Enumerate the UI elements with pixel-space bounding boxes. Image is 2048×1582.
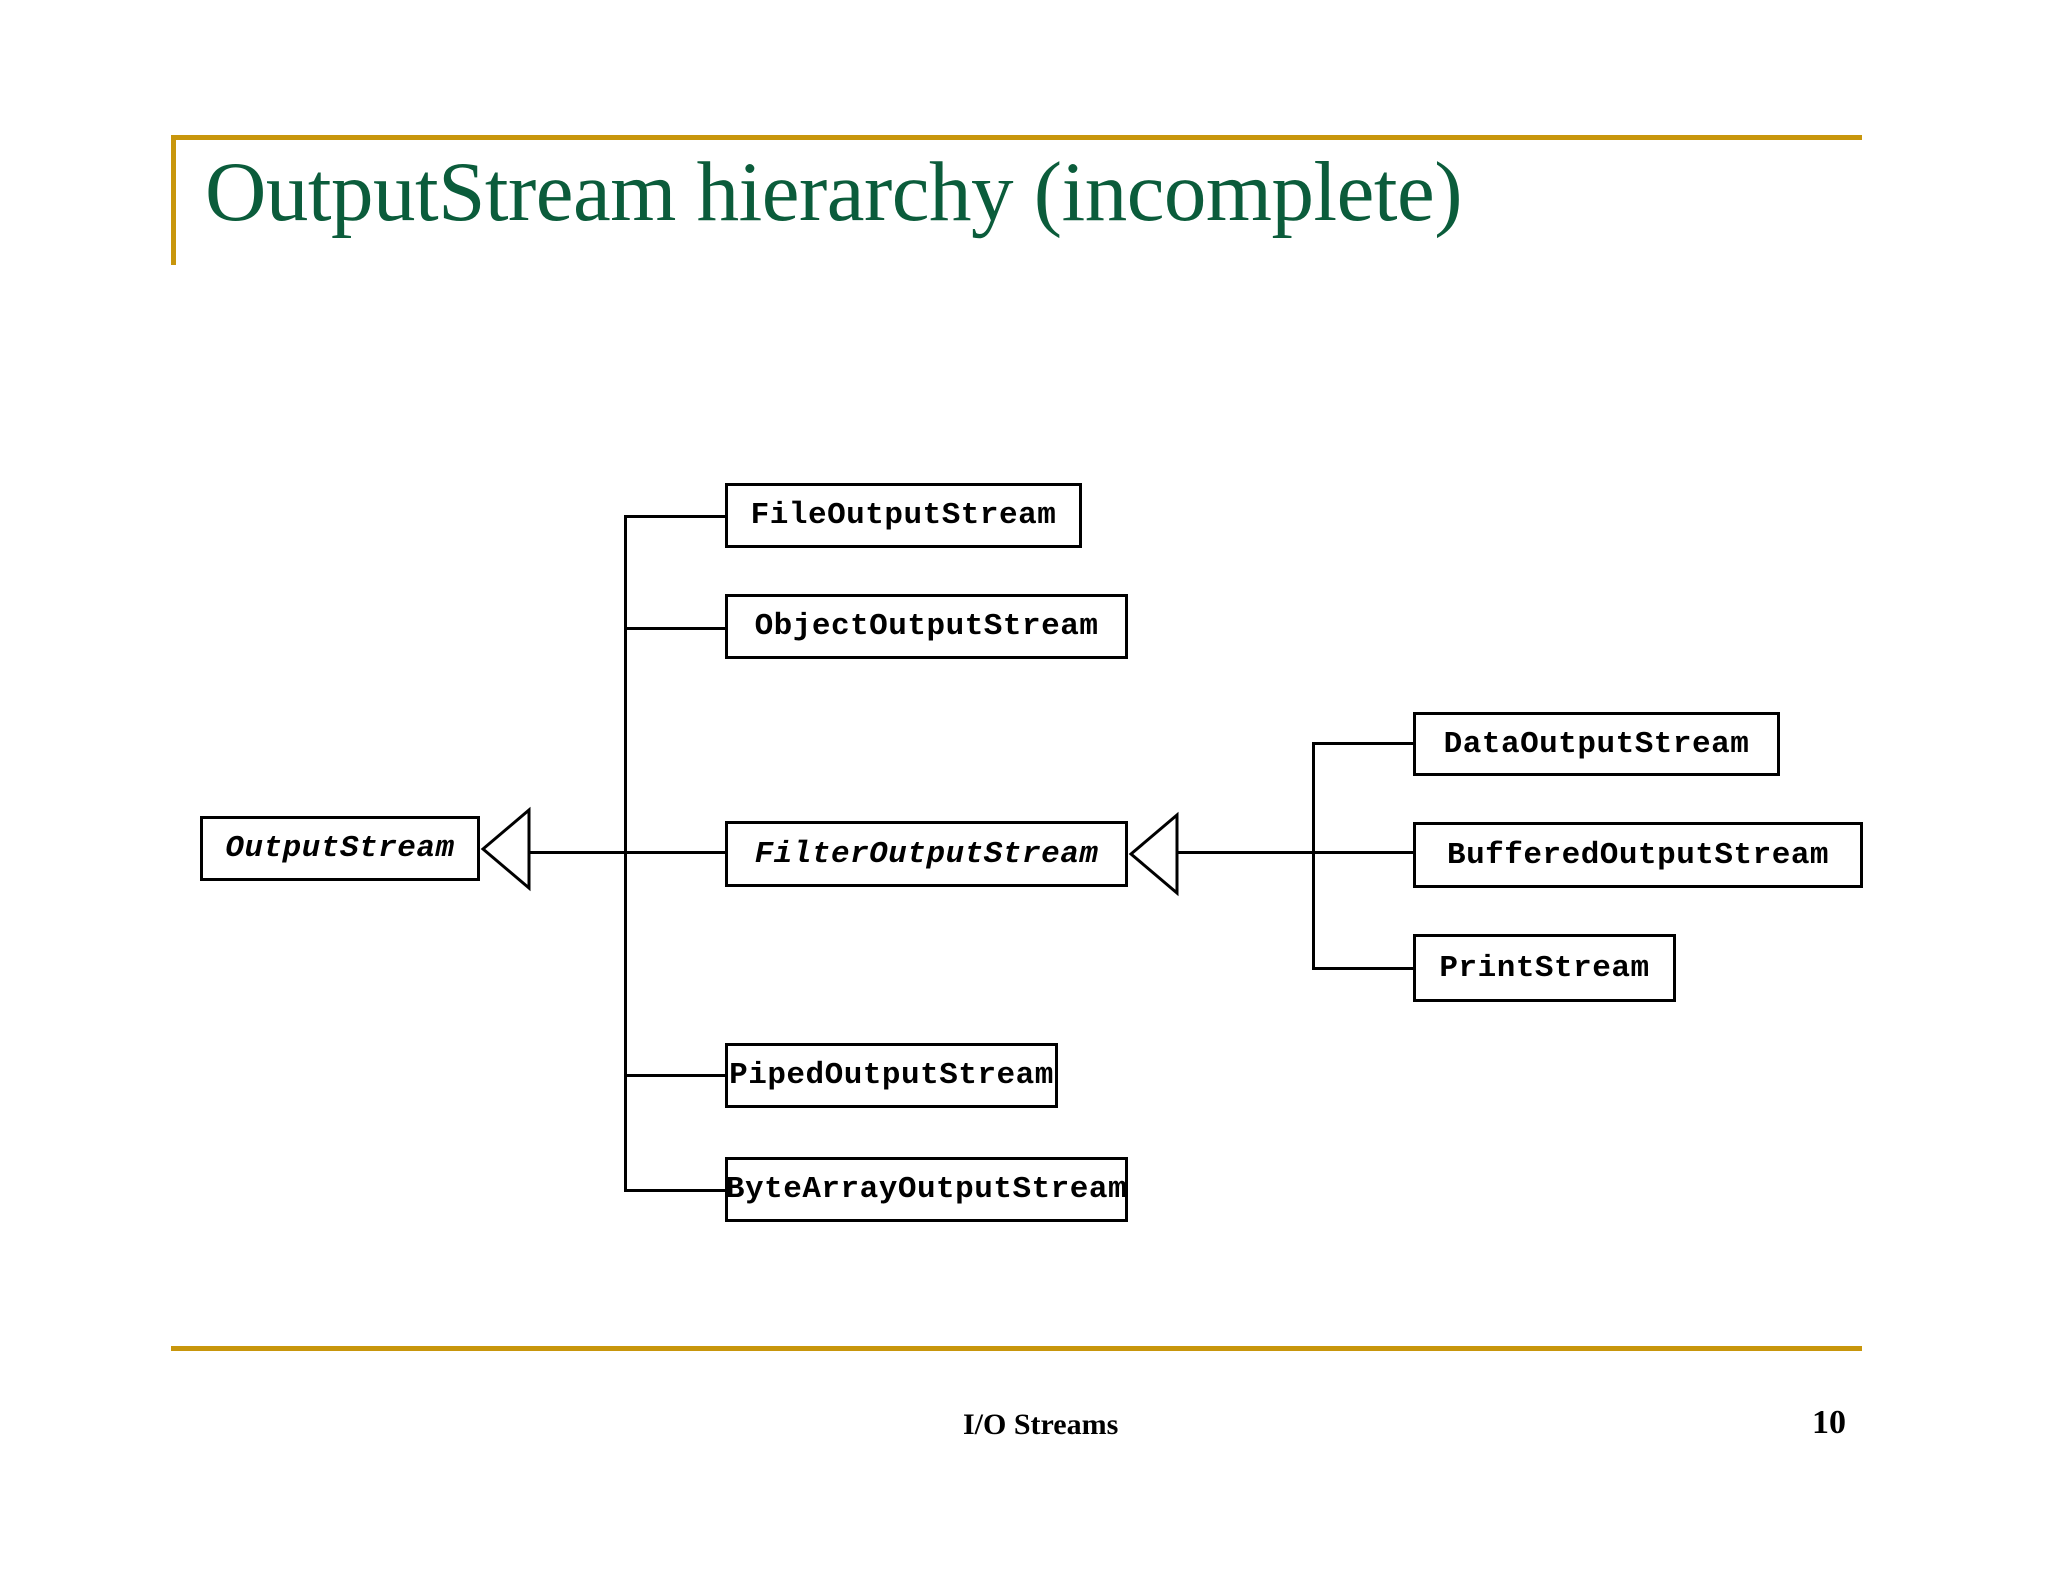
page-title: OutputStream hierarchy (incomplete) xyxy=(205,145,1463,239)
class-box-objectoutputstream[interactable]: ObjectOutputStream xyxy=(725,594,1128,659)
connector-to-objectoutputstream xyxy=(624,627,727,630)
class-box-dataoutputstream[interactable]: DataOutputStream xyxy=(1413,712,1780,776)
connector-to-pipedoutputstream xyxy=(624,1074,727,1077)
connector-root-to-spine xyxy=(528,851,627,854)
generalization-arrowhead-outputstream xyxy=(480,806,531,892)
connector-to-bytearrayoutputstream xyxy=(624,1189,727,1192)
connector-to-dataoutputstream xyxy=(1312,742,1415,745)
class-box-bytearrayoutputstream[interactable]: ByteArrayOutputStream xyxy=(725,1157,1128,1222)
class-box-filteroutputstream[interactable]: FilterOutputStream xyxy=(725,821,1128,887)
class-box-fileoutputstream[interactable]: FileOutputStream xyxy=(725,483,1082,548)
connector-right-spine xyxy=(1312,742,1315,970)
footer-rule xyxy=(171,1346,1862,1351)
class-box-bufferedoutputstream[interactable]: BufferedOutputStream xyxy=(1413,822,1863,888)
generalization-arrowhead-filteroutputstream xyxy=(1128,811,1179,897)
connector-to-filteroutputstream xyxy=(624,851,727,854)
title-left-rule xyxy=(171,135,176,265)
page-number: 10 xyxy=(1812,1404,1846,1441)
connector-filter-to-right-spine xyxy=(1176,851,1315,854)
class-box-pipedoutputstream[interactable]: PipedOutputStream xyxy=(725,1043,1058,1108)
connector-to-fileoutputstream xyxy=(624,515,727,518)
title-top-rule xyxy=(171,135,1862,140)
class-box-outputstream[interactable]: OutputStream xyxy=(200,816,480,881)
connector-to-printstream xyxy=(1312,967,1415,970)
connector-to-bufferedoutputstream xyxy=(1312,851,1415,854)
footer-label: I/O Streams xyxy=(963,1408,1119,1441)
class-box-printstream[interactable]: PrintStream xyxy=(1413,934,1676,1002)
